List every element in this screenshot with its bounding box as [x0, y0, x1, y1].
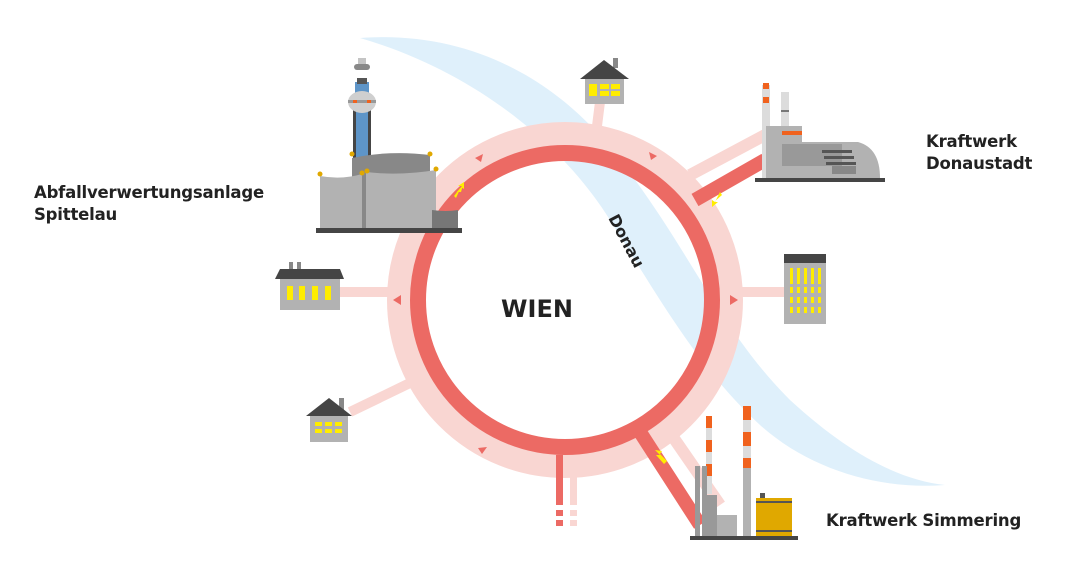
simmering-label-line1: Kraftwerk Simmering [826, 511, 1022, 530]
donaustadt-label-line1: Kraftwerk [926, 132, 1017, 151]
arrow-icon [393, 295, 401, 305]
donaustadt-label: Kraftwerk Donaustadt [926, 131, 1032, 175]
yellow-arrow-icon [712, 192, 722, 207]
feed-donaustadt-supply [691, 153, 769, 207]
office-building-icon [784, 254, 826, 324]
simmering-plant-icon [690, 406, 798, 540]
network-extension-bottom [556, 455, 577, 526]
yellow-arrow-icon [454, 182, 464, 198]
simmering-label: Kraftwerk Simmering [826, 510, 1021, 532]
feed-donaustadt-return [687, 129, 768, 181]
flow-arrows-return [393, 152, 738, 454]
arrow-icon [475, 154, 483, 162]
donaustadt-plant-icon [755, 83, 885, 182]
arrow-icon [649, 152, 657, 160]
river-donau [360, 37, 945, 486]
spittelau-plant-icon [316, 58, 462, 233]
donaustadt-label-line2: Donaustadt [926, 154, 1033, 173]
spittelau-label: Abfallverwertungsanlage Spittelau [34, 182, 264, 226]
spittelau-label-line1: Abfallverwertungsanlage [34, 183, 264, 202]
apartment-house-icon [275, 262, 344, 310]
city-label: WIEN [501, 295, 573, 323]
flow-arrows-supply [454, 182, 722, 464]
arrow-icon [730, 295, 738, 305]
house-top-icon [580, 58, 629, 104]
yellow-arrow-icon [655, 450, 667, 464]
branch-house-bottom-left [347, 377, 415, 417]
feed-simmering-supply [634, 428, 706, 529]
spittelau-label-line2: Spittelau [34, 205, 118, 224]
supply-ring [410, 145, 720, 455]
branch-house-top [591, 101, 605, 135]
arrow-icon [478, 447, 487, 454]
house-bottom-left-icon [306, 398, 352, 442]
